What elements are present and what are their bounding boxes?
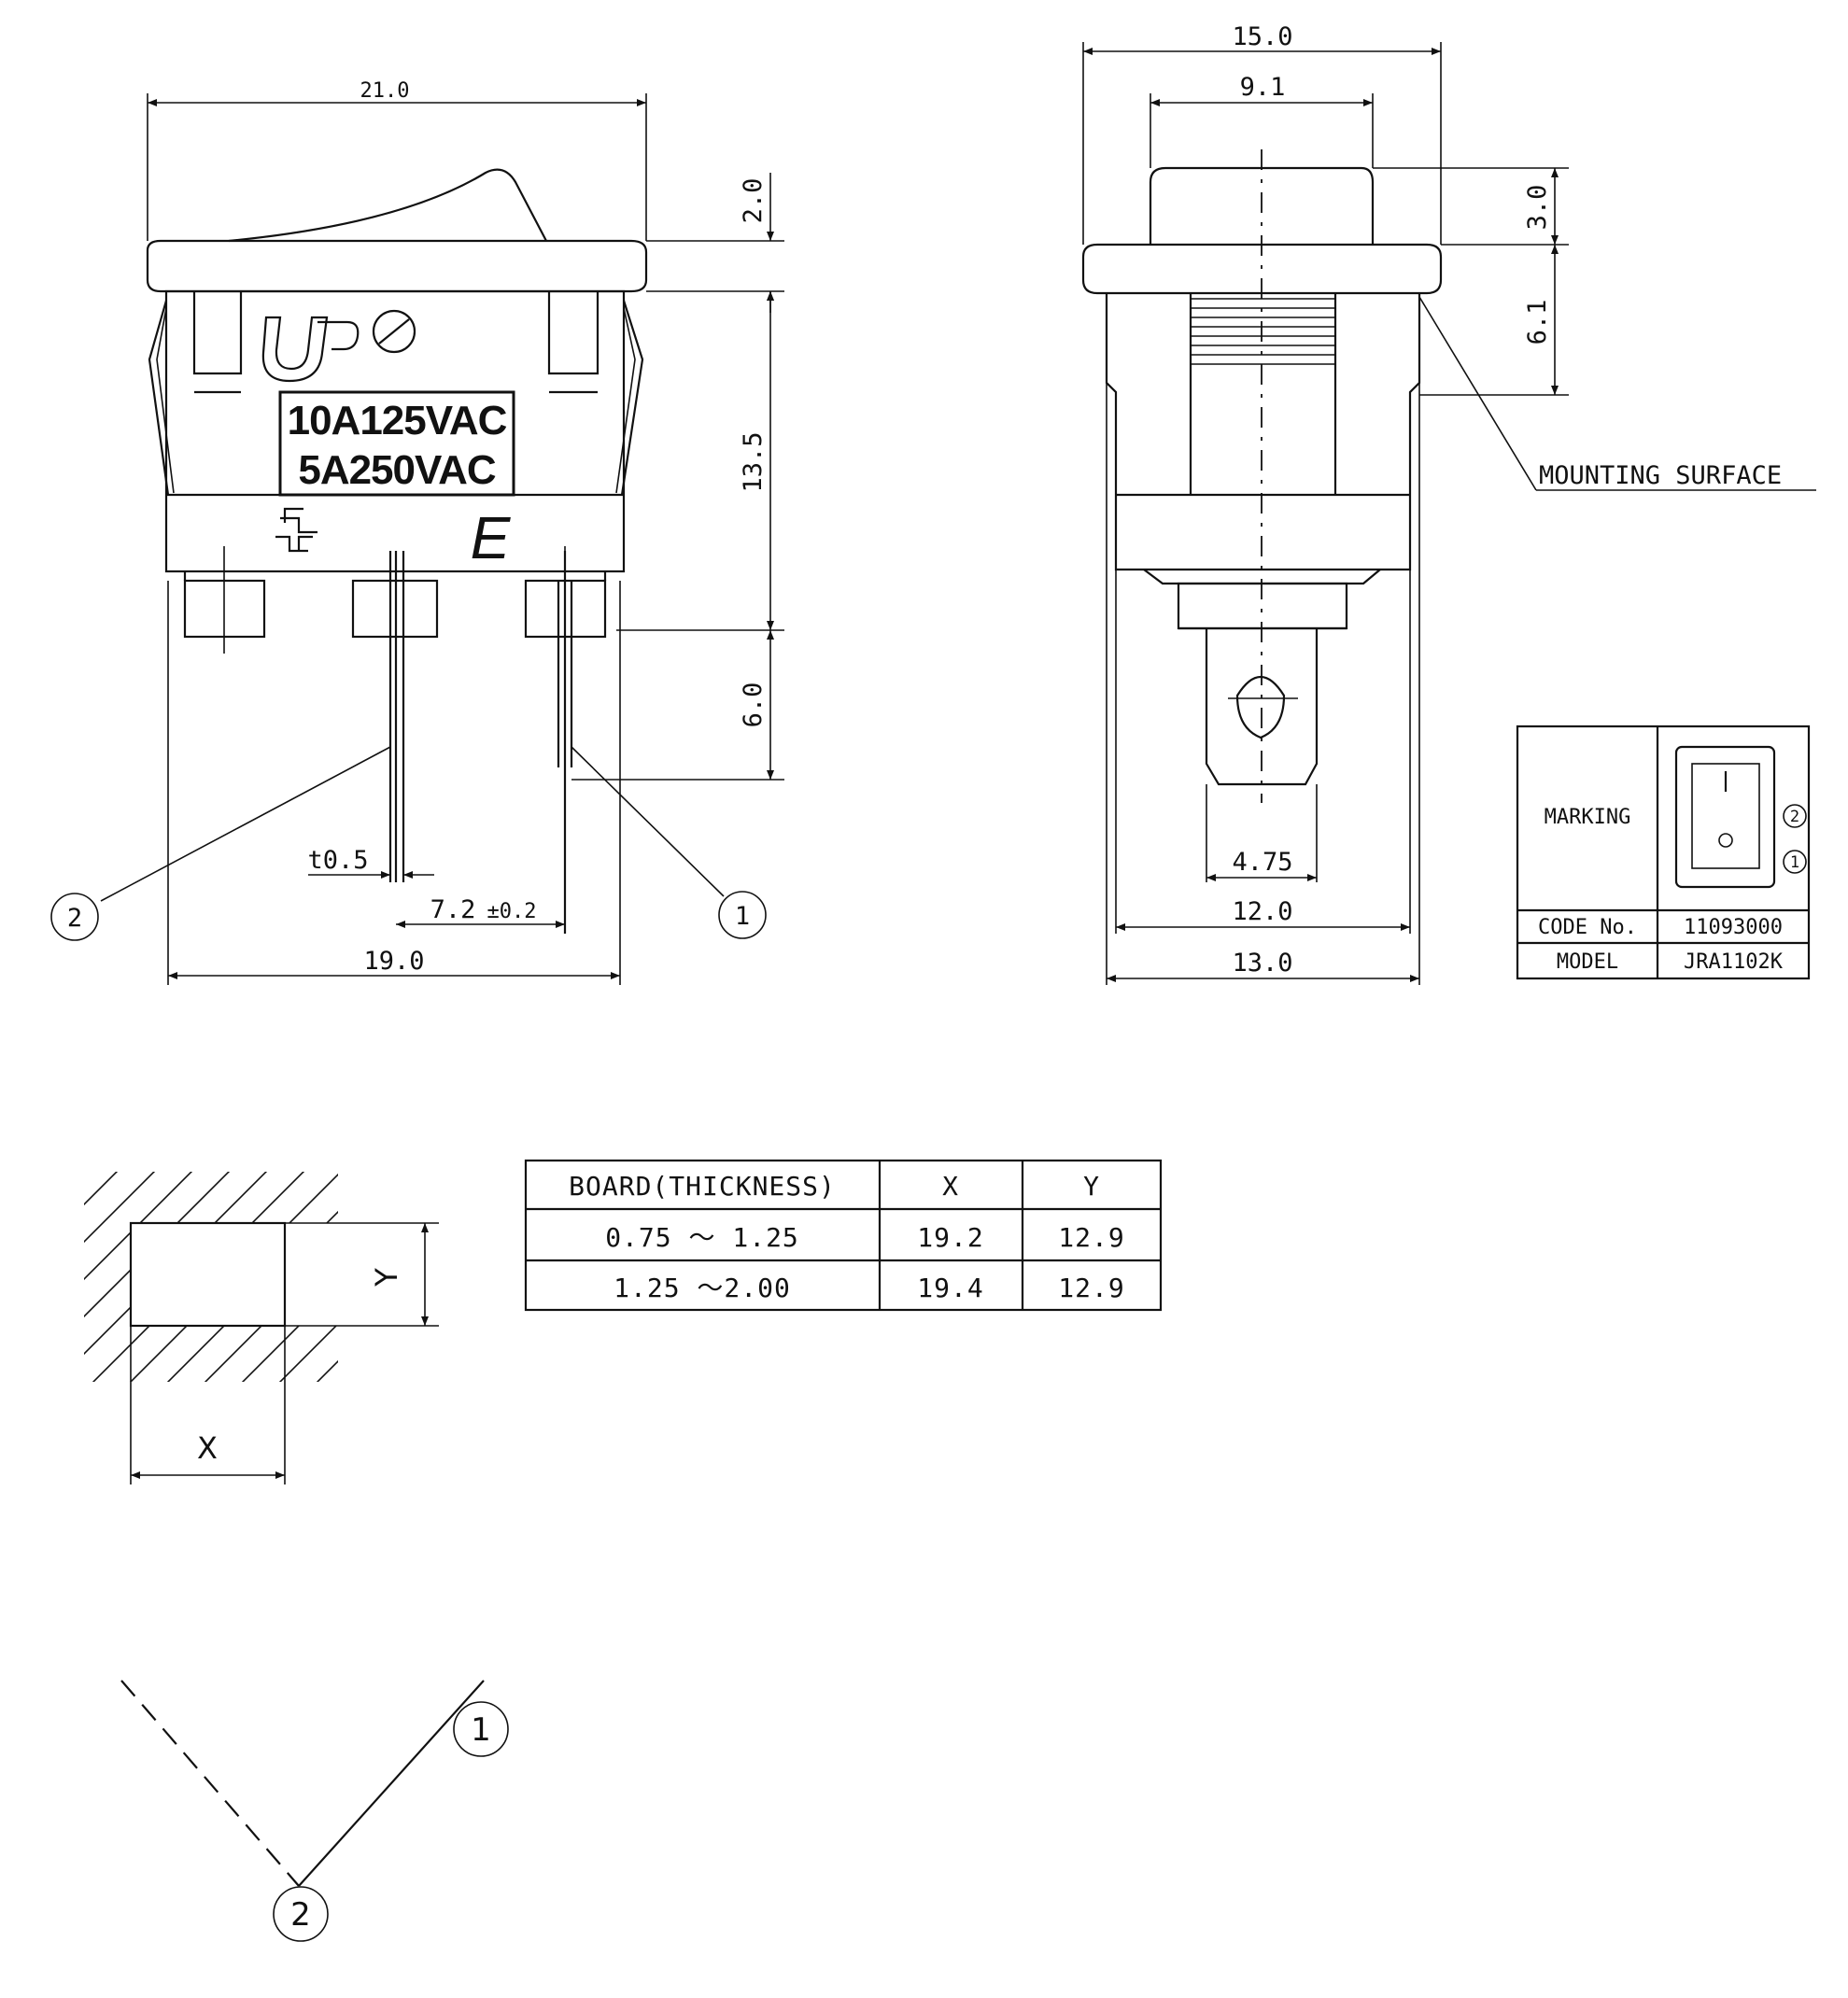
- dim-body-width: 12.0: [1232, 897, 1292, 926]
- rating-line1: 10A125VAC: [288, 398, 507, 443]
- row1-board: 0.75 ～ 1.25: [605, 1222, 799, 1253]
- terminal-1-pin: [557, 581, 573, 767]
- side-flange: [1081, 243, 1443, 295]
- side-rocker: [1149, 166, 1375, 245]
- code-value: 11093000: [1684, 916, 1783, 939]
- rating-line2: 5A250VAC: [298, 447, 496, 493]
- panel-hatch: [84, 1172, 338, 1382]
- dim-flange-width: 15.0: [1232, 22, 1292, 51]
- dim-body-height: 13.5: [739, 431, 768, 492]
- header-y: Y: [1083, 1171, 1100, 1202]
- circuit-terminal-2: [273, 1886, 329, 1942]
- marking-table: MARKING CODE No. 11093000 MODEL JRA1102K…: [1516, 725, 1811, 980]
- front-flange: [146, 239, 648, 293]
- closed-position-line: [298, 1680, 485, 1887]
- svg-text:2: 2: [1790, 808, 1799, 826]
- header-x: X: [942, 1171, 959, 1202]
- svg-text:1: 1: [735, 902, 750, 931]
- svg-text:2: 2: [290, 1896, 311, 1934]
- left-latch: [148, 300, 170, 496]
- cutout-table: BOARD(THICKNESS) X Y 0.75 ～ 1.25 19.2 12…: [524, 1159, 1163, 1312]
- dim-terminal-length: 6.0: [739, 682, 768, 728]
- svg-text:2: 2: [67, 904, 82, 933]
- cert-mark-e: E: [471, 504, 512, 571]
- marking-label: MARKING: [1545, 806, 1631, 829]
- dim-side-rocker-height: 3.0: [1523, 185, 1552, 231]
- dim-rocker-height: 2.0: [739, 178, 768, 224]
- cutout-y-label: Y: [369, 1268, 404, 1287]
- dim-panel-depth: 6.1: [1523, 300, 1552, 345]
- code-label: CODE No.: [1538, 916, 1637, 939]
- model-value: JRA1102K: [1684, 950, 1784, 974]
- header-board: BOARD(THICKNESS): [569, 1171, 836, 1202]
- model-label: MODEL: [1557, 950, 1618, 974]
- row2-x: 19.4: [917, 1273, 983, 1303]
- dim-terminal-pitch: 7.2: [430, 895, 476, 924]
- side-body: [1105, 293, 1421, 571]
- ur-recognized-mark: [261, 316, 329, 383]
- row2-board: 1.25 ～2.00: [614, 1273, 791, 1303]
- front-view: 10A125VAC 5A250VAC E: [50, 79, 784, 985]
- rocker-actuator: [228, 168, 547, 243]
- cutout-x-label: X: [197, 1430, 218, 1466]
- dim-terminal-pitch-tol: ±0.2: [487, 900, 537, 923]
- panel-cutout: Y X: [84, 1172, 439, 1484]
- right-latch: [620, 300, 644, 496]
- svg-text:1: 1: [471, 1711, 491, 1749]
- dim-width-top: 21.0: [360, 79, 410, 103]
- open-position-line: [120, 1680, 300, 1887]
- rating-plate: [278, 390, 515, 497]
- dim-base-width: 13.0: [1232, 949, 1292, 978]
- cert-circle-mark: [372, 309, 416, 354]
- dim-width-bottom: 19.0: [363, 947, 424, 976]
- side-view: 15.0 9.1 3.0 6.1 MOUNTING SURFACE 4.75 1…: [1081, 22, 1816, 985]
- row2-y: 12.9: [1058, 1273, 1124, 1303]
- dim-rocker-width: 9.1: [1240, 73, 1286, 102]
- circuit-diagram: 1 2: [120, 1680, 509, 1942]
- dim-terminal-thickness: t0.5: [307, 846, 368, 875]
- mounting-surface-label: MOUNTING SURFACE: [1539, 461, 1782, 490]
- terminal-2-pin: [388, 551, 405, 767]
- terminal-2-callout: [50, 893, 99, 941]
- dim-terminal-width: 4.75: [1232, 848, 1292, 877]
- terminal-1-callout: [718, 891, 767, 939]
- svg-text:1: 1: [1790, 853, 1799, 872]
- row1-y: 12.9: [1058, 1222, 1124, 1253]
- row1-x: 19.2: [917, 1222, 983, 1253]
- manufacturer-logo: [275, 507, 317, 553]
- cutout-rectangle: [129, 1221, 287, 1328]
- circuit-terminal-1: [453, 1701, 509, 1757]
- switch-marking-icon: [1674, 745, 1776, 889]
